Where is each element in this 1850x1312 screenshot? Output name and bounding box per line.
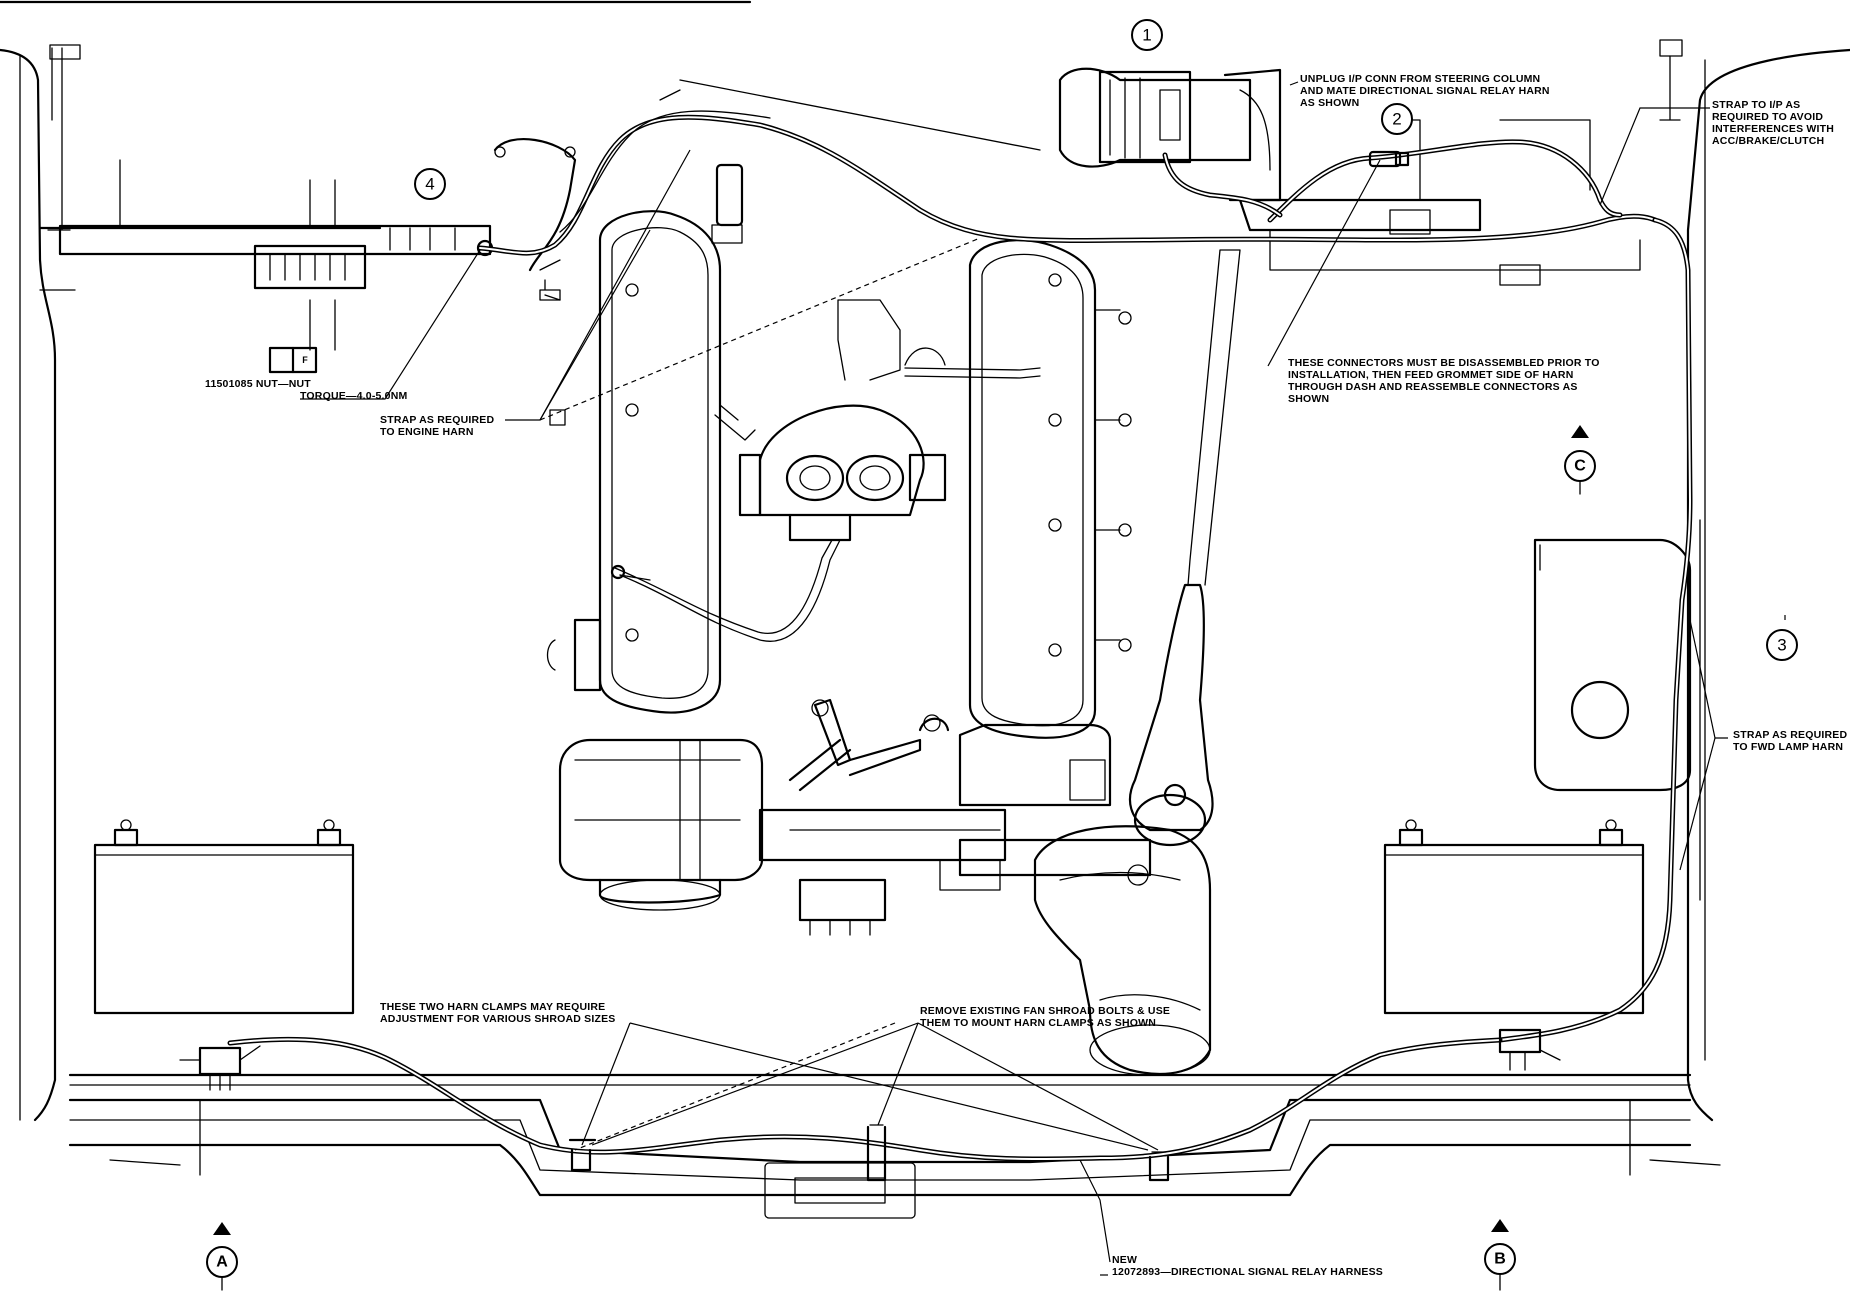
note-connectors-line-1: THESE CONNECTORS MUST BE DISASSEMBLED PR… [1288,357,1600,369]
view-ref-a-text: A [216,1254,228,1271]
harness-clamps [568,1124,1170,1182]
callout-2-text: 2 [1392,110,1401,129]
note-strap-fwd-lamp: STRAP AS REQUIRED TO FWD LAMP HARN [1733,729,1847,753]
note-strap-engine-line-1: STRAP AS REQUIRED [380,414,494,426]
fender-clips [539,279,566,426]
note-strap-engine: STRAP AS REQUIRED TO ENGINE HARN [380,414,494,438]
junction-block [58,138,577,351]
washer-reservoir [1533,538,1692,792]
note-strap-ip-line-3: INTERFERENCES WITH [1712,123,1834,135]
callout-3-text: 3 [1777,636,1786,655]
view-ref-c-text: C [1574,458,1586,475]
throttle-body [714,299,947,542]
note-unplug-connector: UNPLUG I/P CONN FROM STEERING COLUMN AND… [1300,73,1550,109]
note-nut: 11501085 NUT—NUT TORQUE—4.0-5.0NM [205,378,407,402]
relay-harness [179,110,1701,1162]
note-strap-ip-line-4: ACC/BRAKE/CLUTCH [1712,135,1824,147]
note-unplug-line-2: AND MATE DIRECTIONAL SIGNAL RELAY HARN [1300,85,1550,97]
fastener-box-label: F [302,355,308,365]
note-unplug-line-1: UNPLUG I/P CONN FROM STEERING COLUMN [1300,73,1540,85]
note-strap-ip-line-1: STRAP TO I/P AS [1712,99,1800,111]
note-fan-shroud: REMOVE EXISTING FAN SHROAD BOLTS & USE T… [920,1005,1170,1029]
note-connectors-line-3: THROUGH DASH AND REASSEMBLE CONNECTORS A… [1288,381,1578,393]
callout-4: 4 [414,168,446,200]
note-new-harness: NEW 12072893—DIRECTIONAL SIGNAL RELAY HA… [1112,1254,1383,1278]
inline-connectors [711,150,1410,244]
front-accessories [558,698,1152,936]
callout-1: 1 [1131,19,1163,51]
note-clamps-line-1: THESE TWO HARN CLAMPS MAY REQUIRE [380,1001,605,1013]
note-strap-fwd-line-1: STRAP AS REQUIRED [1733,729,1847,741]
callout-1-text: 1 [1142,26,1151,45]
note-unplug-line-3: AS SHOWN [1300,97,1359,109]
callout-3: 3 [1766,629,1798,661]
note-strap-ip: STRAP TO I/P AS REQUIRED TO AVOID INTERF… [1712,99,1834,147]
note-strap-fwd-line-2: TO FWD LAMP HARN [1733,741,1843,753]
callout-4-text: 4 [425,175,434,194]
note-connectors-line-4: SHOWN [1288,393,1329,405]
fastener-box: F [268,346,318,374]
note-connectors: THESE CONNECTORS MUST BE DISASSEMBLED PR… [1288,357,1600,405]
note-new-line-1: NEW [1112,1254,1137,1266]
steering-column [1058,67,1282,202]
view-ref-a: A [206,1222,238,1291]
callout-2: 2 [1381,103,1413,135]
note-connectors-line-2: INSTALLATION, THEN FEED GROMMET SIDE OF … [1288,369,1574,381]
view-ref-c: C [1564,425,1596,495]
battery-right [1383,819,1645,1015]
engine-bay-outline [0,39,1850,1219]
leader-lines [300,81,1786,1276]
view-ref-b-text: B [1494,1251,1506,1268]
vacuum-hose [619,539,841,642]
note-torque: TORQUE—4.0-5.0NM [300,390,407,402]
dash-bracket [1238,119,1641,286]
note-strap-engine-line-2: TO ENGINE HARN [380,426,474,438]
view-ref-b: B [1484,1219,1516,1291]
fuel-line [904,367,1041,371]
note-nut-part: 11501085 NUT—NUT [205,378,311,390]
left-valve-cover [546,210,722,714]
note-shroud-line-2: THEM TO MOUNT HARN CLAMPS AS SHOWN [920,1017,1156,1029]
oil-dipstick [1128,249,1241,847]
note-shroud-line-1: REMOVE EXISTING FAN SHROAD BOLTS & USE [920,1005,1170,1017]
battery-left [93,819,355,1015]
right-valve-cover [968,239,1132,739]
note-strap-ip-line-2: REQUIRED TO AVOID [1712,111,1823,123]
intake-duct [1033,825,1212,1076]
note-clamps-line-2: ADJUSTMENT FOR VARIOUS SHROAD SIZES [380,1013,616,1025]
note-new-line-2: 12072893—DIRECTIONAL SIGNAL RELAY HARNES… [1112,1266,1383,1278]
note-harness-clamps: THESE TWO HARN CLAMPS MAY REQUIRE ADJUST… [380,1001,616,1025]
